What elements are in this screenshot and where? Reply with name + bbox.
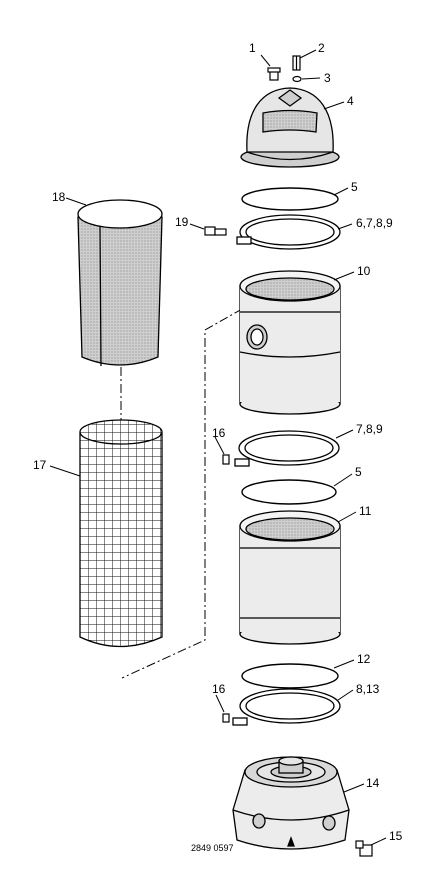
callout-7-8-9: 7,8,9 bbox=[356, 422, 383, 436]
part-6-7-8-9-clamp-ring-upper bbox=[236, 214, 341, 250]
part-10-upper-tank bbox=[239, 270, 341, 415]
callout-6-7-8-9: 6,7,8,9 bbox=[356, 216, 393, 230]
part-4-dome-lid bbox=[240, 87, 340, 168]
callout-19: 19 bbox=[175, 215, 189, 229]
part-14-base bbox=[232, 756, 350, 850]
callout-1: 1 bbox=[249, 41, 256, 55]
callout-4: 4 bbox=[347, 94, 354, 108]
part-19-fitting bbox=[204, 226, 227, 236]
part-17-wire-mesh bbox=[79, 419, 163, 648]
callout-8-13: 8,13 bbox=[356, 682, 380, 696]
callout-5-lower: 5 bbox=[355, 465, 362, 479]
callout-12: 12 bbox=[357, 652, 371, 666]
callout-2: 2 bbox=[318, 41, 325, 55]
assembly-guide-lines bbox=[120, 291, 273, 679]
callout-leaders bbox=[49, 49, 387, 846]
drawing-code: 2849 0597 bbox=[191, 843, 234, 853]
callout-15: 15 bbox=[389, 829, 403, 843]
part-11-lower-tank bbox=[239, 510, 341, 645]
part-15-drain-plug bbox=[355, 840, 373, 857]
part-8-13-clamp-ring-lower bbox=[232, 688, 341, 726]
part-3-o-ring bbox=[292, 75, 302, 83]
part-2-air-valve bbox=[292, 55, 301, 71]
part-18-cartridge-sleeve bbox=[77, 199, 163, 367]
callout-16-upper: 16 bbox=[212, 426, 226, 440]
callout-17: 17 bbox=[33, 458, 47, 472]
callout-16-lower: 16 bbox=[212, 682, 226, 696]
part-16-plug-lower bbox=[222, 713, 230, 723]
callout-5-upper: 5 bbox=[351, 180, 358, 194]
callout-18: 18 bbox=[52, 190, 66, 204]
callout-14: 14 bbox=[366, 776, 380, 790]
callout-11: 11 bbox=[359, 504, 372, 518]
callout-3: 3 bbox=[324, 71, 331, 85]
part-16-plug-upper bbox=[222, 454, 230, 465]
callout-10: 10 bbox=[357, 264, 371, 278]
part-5-o-ring-lower bbox=[241, 479, 337, 505]
part-1-plug bbox=[267, 67, 281, 81]
part-5-o-ring-upper bbox=[241, 187, 339, 211]
part-7-8-9-clamp-ring-middle bbox=[234, 430, 340, 467]
part-12-o-ring bbox=[241, 663, 339, 689]
